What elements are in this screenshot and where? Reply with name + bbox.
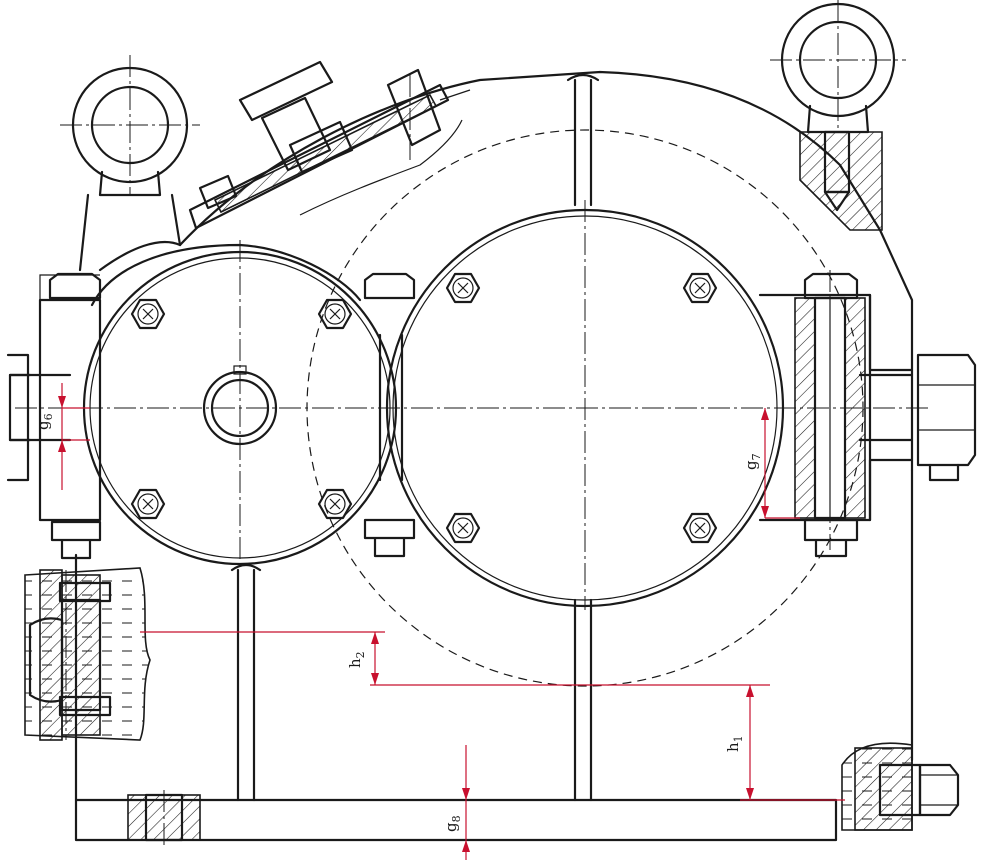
- dimensions: [58, 383, 845, 860]
- lifting-eye-left: [60, 55, 200, 272]
- label-h1: h1: [724, 735, 745, 752]
- ribs: [230, 73, 600, 802]
- lifting-eye-right: [770, 0, 906, 231]
- label-g6: g6: [34, 413, 55, 430]
- label-h2: h2: [346, 651, 367, 668]
- label-g7: g7: [742, 453, 763, 470]
- drain-plug-section: [841, 742, 960, 831]
- inspection-cover: [188, 60, 471, 230]
- flange-bolts: [6, 272, 977, 560]
- label-g8: g8: [442, 815, 463, 832]
- base-bolt-hole: [127, 790, 201, 845]
- base-plate: [74, 798, 838, 842]
- right-section: [794, 296, 866, 520]
- oil-gauge-section: [24, 567, 151, 741]
